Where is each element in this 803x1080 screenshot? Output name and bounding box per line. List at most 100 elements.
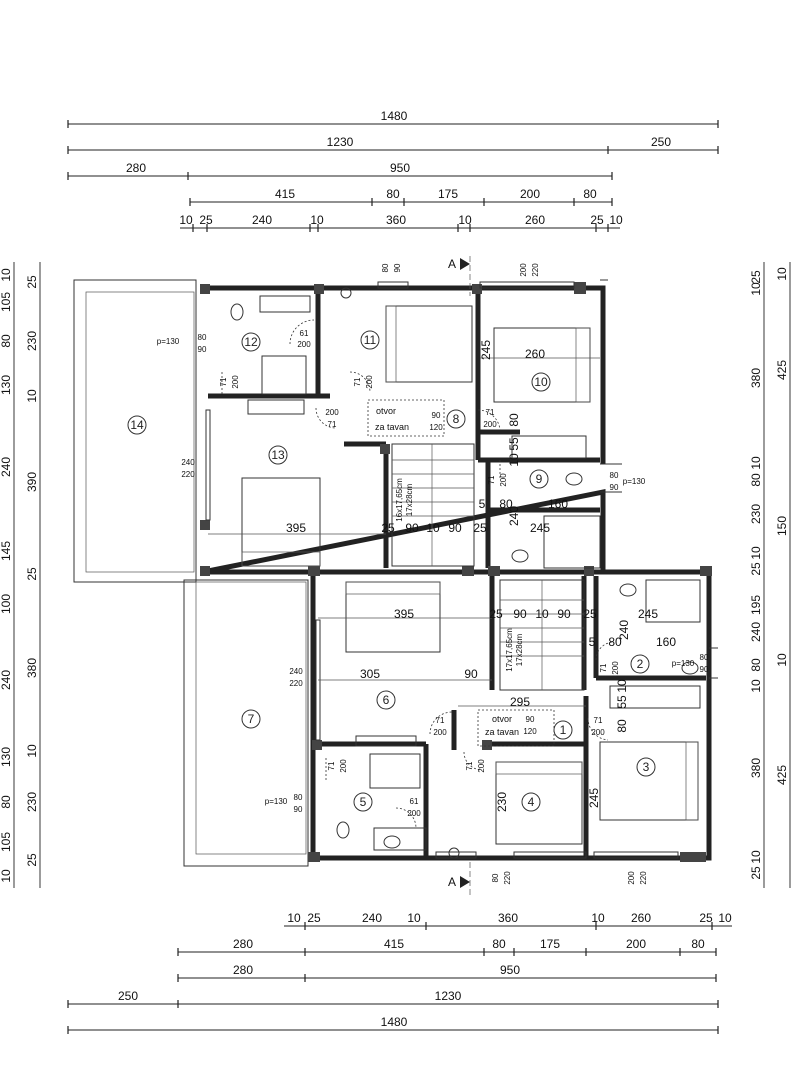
room-13: 13 — [271, 448, 285, 462]
inner-dim-245a: 245 — [479, 340, 493, 360]
win-12-w: 80 — [198, 333, 207, 342]
inner-dim-80d: 80 — [615, 719, 629, 733]
dim-left-b8: 25 — [25, 853, 39, 867]
inner-dim-245d: 245 — [587, 788, 601, 808]
dim-right-a7: 25 — [749, 562, 763, 576]
win-10-w: 200 — [519, 263, 528, 277]
sill-height-9: p=130 — [623, 477, 646, 486]
dim-right-a2: 380 — [749, 368, 763, 388]
dim-bot-10c: 10 — [591, 911, 605, 925]
door-12b-w: 71 — [219, 377, 228, 386]
win-11-h: 90 — [393, 263, 402, 272]
room-1: 1 — [560, 723, 567, 737]
dim-top-950: 950 — [390, 161, 410, 175]
dim-left-b1: 230 — [25, 331, 39, 351]
stair-label-lower-2: 17x28cm — [515, 633, 524, 666]
door-11-h: 200 — [365, 375, 374, 389]
sill-height-2: p=130 — [672, 659, 695, 668]
dim-left-a3: 130 — [0, 375, 13, 395]
inner-dim-25d: 25 — [583, 607, 597, 621]
win-10-h: 220 — [531, 263, 540, 277]
win-2-w: 80 — [700, 653, 709, 662]
win-9-w: 80 — [610, 471, 619, 480]
door-13-w: 200 — [325, 408, 339, 417]
building-outline — [73, 279, 718, 867]
dim-right-b0: 10 — [775, 267, 789, 281]
dim-bot-175: 175 — [540, 937, 560, 951]
structural-columns — [200, 282, 712, 862]
door-12-h: 200 — [297, 340, 311, 349]
dim-top-260: 260 — [525, 213, 545, 227]
room-8: 8 — [453, 412, 460, 426]
dim-right-b3: 10 — [775, 653, 789, 667]
dim-left-a5: 145 — [0, 541, 13, 561]
win-4-h: 220 — [503, 871, 512, 885]
dim-left-b2: 10 — [25, 389, 39, 403]
dim-bot-total: 1480 — [381, 1015, 408, 1029]
dim-bot-10d: 10 — [718, 911, 732, 925]
dim-top-280: 280 — [126, 161, 146, 175]
door-9-w: 71 — [487, 475, 496, 484]
dim-bot-200: 200 — [626, 937, 646, 951]
dim-right-b4: 425 — [775, 765, 789, 785]
dim-top-200: 200 — [520, 187, 540, 201]
stairs: 16x17,65cm 17x28cm 17x17,65cm 17x28cm — [391, 443, 585, 691]
inner-dimensions: 395 25 90 10 90 25 395 25 90 10 90 25 30… — [208, 340, 676, 812]
dim-left-a9: 80 — [0, 795, 13, 809]
dim-bot-250: 250 — [118, 989, 138, 1003]
win-2-h: 90 — [700, 665, 709, 674]
stair-label-upper-2: 17x28cm — [405, 483, 414, 516]
door-5b-h: 200 — [407, 809, 421, 818]
attic-upper-h: 120 — [429, 423, 443, 432]
door-10-h: 200 — [483, 420, 497, 429]
inner-dim-5b: 5 — [589, 635, 596, 649]
attic-lower-line2: za tavan — [485, 727, 519, 737]
door-swings — [221, 319, 615, 829]
right-dimension-chains: 25 10 380 10 80 230 10 25 195 240 80 10 … — [749, 262, 791, 888]
dim-left-b6: 10 — [25, 744, 39, 758]
inner-dim-s90b: 90 — [448, 521, 462, 535]
win-6-h: 220 — [289, 679, 303, 688]
dim-right-a9: 240 — [749, 622, 763, 642]
dim-bot-80b: 80 — [691, 937, 705, 951]
win-9-h: 90 — [610, 483, 619, 492]
inner-dim-395-lower: 395 — [394, 607, 414, 621]
door-13-h: 71 — [328, 420, 337, 429]
door-5b-w: 61 — [410, 797, 419, 806]
door-11-w: 71 — [353, 377, 362, 386]
win-11-w: 80 — [381, 263, 390, 272]
dim-right-a8: 195 — [749, 595, 763, 615]
dim-top-415: 415 — [275, 187, 295, 201]
sill-height-5: p=130 — [265, 797, 288, 806]
door-3-h: 200 — [591, 728, 605, 737]
win-12-h: 90 — [198, 345, 207, 354]
attic-lower-w: 90 — [526, 715, 535, 724]
door-6-w: 71 — [436, 716, 445, 725]
inner-dim-s90d: 90 — [557, 607, 571, 621]
dim-bot-25a: 25 — [307, 911, 321, 925]
dim-top-80a: 80 — [386, 187, 400, 201]
dim-bot-10b: 10 — [407, 911, 421, 925]
door-10-w: 71 — [486, 408, 495, 417]
dim-top-10a: 10 — [179, 213, 193, 227]
attic-opening-upper: otvor za tavan 90 120 — [367, 399, 445, 437]
win-6-w: 240 — [289, 667, 303, 676]
inner-dim-395-upper: 395 — [286, 521, 306, 535]
dim-top-175: 175 — [438, 187, 458, 201]
room-14: 14 — [130, 418, 144, 432]
dim-bot-360: 360 — [498, 911, 518, 925]
dim-top-80b: 80 — [583, 187, 597, 201]
dim-left-b7: 230 — [25, 792, 39, 812]
dim-left-a0: 10 — [0, 268, 13, 282]
opening-annotations: p=130 80 90 61 200 71 200 71 200 200 71 … — [157, 263, 709, 885]
win-3-h: 220 — [639, 871, 648, 885]
inner-dim-25a: 25 — [381, 521, 395, 535]
door-12-w: 61 — [300, 329, 309, 338]
inner-dim-245b: 245 — [530, 521, 550, 535]
door-4-h: 200 — [477, 759, 486, 773]
dim-left-a8: 130 — [0, 747, 13, 767]
dim-right-a0: 25 — [749, 270, 763, 284]
stair-label-lower-1: 17x17,65cm — [505, 628, 514, 672]
dim-left-a7: 240 — [0, 670, 13, 690]
